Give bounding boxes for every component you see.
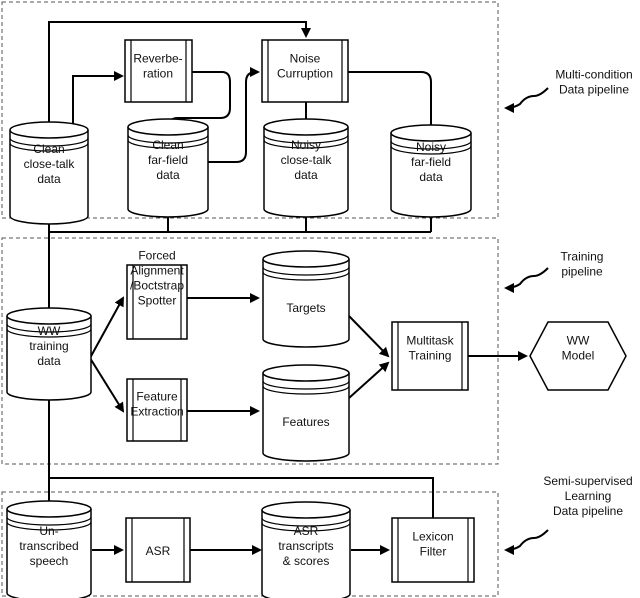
label-line: data	[37, 172, 61, 186]
label-line: ration	[143, 67, 173, 81]
label-line: Data pipeline	[559, 83, 629, 97]
label-line: Noisy	[291, 138, 321, 152]
label-line: Feature	[136, 390, 178, 404]
label-line: Filter	[420, 545, 447, 559]
label-line: transcribed	[19, 539, 78, 553]
multi-condition-frame	[1, 1, 499, 219]
label-line: /Boctstrap	[130, 279, 184, 293]
label-line: close-talk	[24, 157, 76, 171]
label-line: far-field	[411, 155, 451, 169]
label-line: Multitask	[406, 334, 454, 348]
label-line: data	[294, 168, 318, 182]
label-line: Reverbe-	[133, 52, 182, 66]
label-line: Multi-condition	[555, 68, 632, 82]
label-line: Lexicon	[412, 530, 453, 544]
section-indicators	[504, 87, 549, 555]
label-line: Training	[561, 250, 604, 264]
ww-training-data	[6, 307, 92, 401]
label-line: training	[29, 339, 68, 353]
multitask-training-process	[391, 321, 469, 391]
label-line: WW	[38, 324, 61, 338]
asr-process	[125, 517, 191, 583]
label-line: data	[419, 170, 443, 184]
ww-model-node	[529, 321, 627, 391]
label-line: Clean	[33, 142, 64, 156]
semi-supervised-frame	[1, 491, 499, 597]
features-data	[262, 364, 350, 462]
label-line: Alignment	[130, 264, 184, 278]
clean-close-talk-data	[9, 121, 89, 225]
label-line: far-field	[148, 153, 188, 167]
asr-transcripts-data	[261, 501, 351, 598]
clean-far-field-data	[127, 118, 209, 218]
feature-extraction-process	[126, 378, 188, 442]
label-line: Semi-supervised	[543, 474, 632, 488]
label-line: Forced	[138, 249, 175, 263]
label-line: close-talk	[281, 153, 333, 167]
label-line: Extraction	[130, 405, 183, 419]
label-line: & scores	[283, 554, 330, 568]
label-line: Data pipeline	[553, 504, 623, 518]
label-line: Targets	[286, 301, 325, 315]
label-line: data	[37, 354, 61, 368]
forced-alignment-process	[126, 264, 188, 340]
label-line: Noise	[290, 52, 321, 66]
label-line: ASR	[294, 524, 319, 538]
label-line: Curruption	[277, 67, 333, 81]
label-line: Features	[282, 415, 329, 429]
label-line: Clean	[152, 138, 183, 152]
untranscribed-speech-data	[6, 500, 92, 598]
label-line: Model	[562, 349, 595, 363]
asr-label: ASR	[146, 544, 171, 558]
reverberation-label: Reverbe-ration	[133, 52, 182, 81]
label-line: transcripts	[278, 539, 333, 553]
label-line: Training	[409, 349, 452, 363]
training-frame	[1, 237, 499, 465]
label-line: pipeline	[561, 265, 603, 279]
label-line: Un-	[39, 524, 58, 538]
targets-data	[262, 250, 350, 348]
features-label: Features	[282, 415, 329, 429]
label-line: WW	[567, 334, 590, 348]
lexicon-filter-process	[391, 517, 475, 583]
label-line: ASR	[146, 544, 171, 558]
label-line: speech	[30, 554, 69, 568]
noise-corruption-process	[261, 39, 349, 103]
label-line: Spotter	[138, 294, 177, 308]
noisy-far-field-data	[390, 124, 472, 218]
noisy-close-talk-data	[263, 118, 349, 218]
reverberation-process	[124, 39, 193, 103]
label-line: Learning	[565, 489, 612, 503]
label-line: data	[156, 168, 180, 182]
targets-label: Targets	[286, 301, 325, 315]
label-line: Noisy	[416, 140, 446, 154]
